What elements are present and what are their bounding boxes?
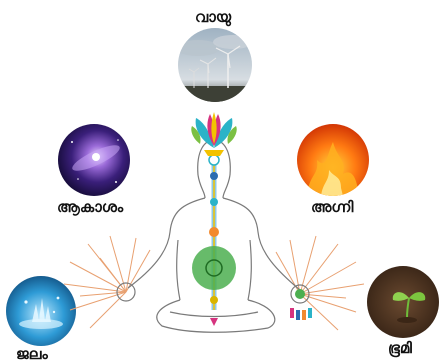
chakra-solar <box>209 227 219 237</box>
left-hand-rays <box>64 236 150 328</box>
lotus-icon <box>191 112 236 156</box>
chakra-sacral <box>210 296 218 304</box>
chakra-third-eye <box>209 155 219 165</box>
right-hand-rays <box>276 236 364 330</box>
heart-chakra <box>192 246 236 290</box>
chakra-throat <box>210 172 218 180</box>
chakra-upper <box>210 198 218 206</box>
chakra-root <box>210 318 218 326</box>
